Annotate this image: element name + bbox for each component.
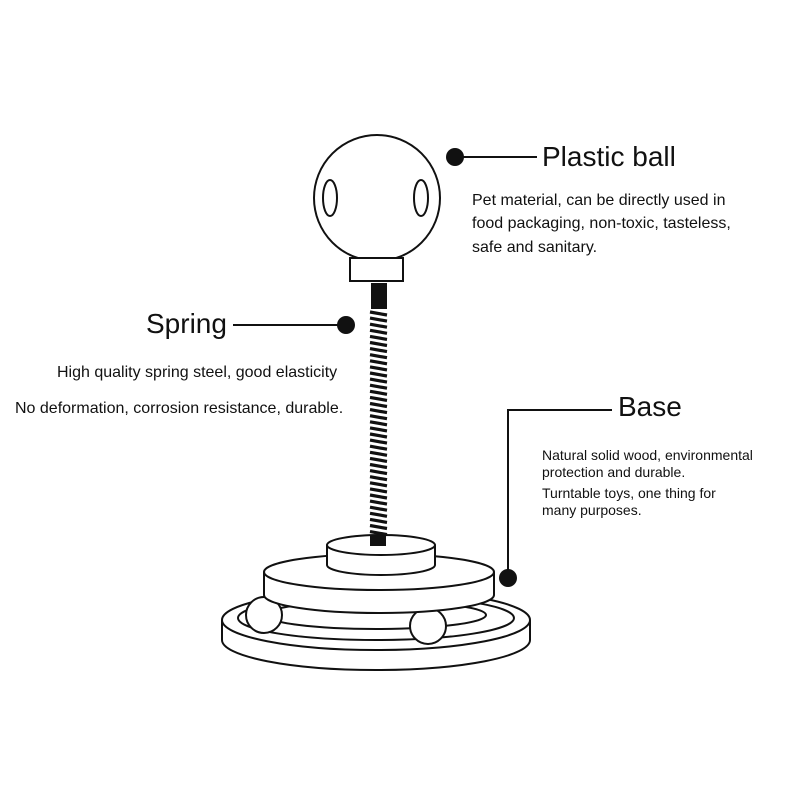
spring-line-2: No deformation, corrosion resistance, du… <box>15 400 344 417</box>
base-title: Base <box>618 391 682 422</box>
spring-coil <box>369 383 388 390</box>
plastic-ball-line-2: food packaging, non-toxic, tasteless, <box>472 215 731 232</box>
spring-coil <box>369 493 388 500</box>
spring-coil <box>369 511 388 518</box>
spring-coil <box>369 530 388 537</box>
spring-coil <box>369 414 388 421</box>
spring-coil <box>369 347 388 354</box>
spring-coil <box>369 469 388 476</box>
spring-coil <box>369 420 388 427</box>
plastic-ball-line-3: safe and sanitary. <box>472 239 598 256</box>
spring-coil <box>369 322 388 329</box>
spring-coil <box>369 487 388 494</box>
spring-coil <box>369 365 388 372</box>
spring-coil <box>369 340 388 348</box>
spring-coil <box>369 499 388 506</box>
base-line-3: Turntable toys, one thing for <box>542 485 716 501</box>
spring-coil <box>369 481 388 488</box>
spring-coil <box>369 444 388 451</box>
spring-coil <box>369 316 388 323</box>
callout-base <box>499 409 612 587</box>
spring-coil <box>369 371 388 378</box>
spring-coil <box>369 334 388 341</box>
spring-illustration <box>369 283 388 546</box>
base-line-4: many purposes. <box>542 502 642 518</box>
spring-coil <box>369 432 388 439</box>
ball-hole-left <box>322 179 338 217</box>
base-illustration <box>221 534 531 671</box>
ball-hole-right <box>413 179 429 217</box>
spring-coil <box>369 377 388 384</box>
spring-coil <box>369 401 388 409</box>
spring-coil <box>369 353 388 360</box>
plastic-ball-title: Plastic ball <box>542 141 676 172</box>
spring-title: Spring <box>146 308 227 339</box>
spring-coil <box>369 523 388 531</box>
spring-coil <box>369 359 388 366</box>
ball-illustration <box>313 134 441 282</box>
spring-coil <box>369 395 388 402</box>
callout-spring <box>233 316 355 334</box>
spring-coil <box>369 426 388 433</box>
spring-coil <box>369 389 388 396</box>
base-line-2: protection and durable. <box>542 464 686 480</box>
spring-coil <box>369 505 388 512</box>
spring-coil <box>369 462 388 470</box>
spring-coil <box>369 438 388 445</box>
spring-coil <box>369 408 388 415</box>
spring-coil <box>369 475 388 482</box>
spring-coil <box>369 328 388 335</box>
callout-plastic-ball <box>446 148 537 166</box>
spring-coil <box>369 450 388 457</box>
spring-line-1: High quality spring steel, good elastici… <box>57 364 338 381</box>
ball-cap <box>349 257 404 282</box>
spring-coil <box>369 456 388 463</box>
spring-coil <box>369 517 388 524</box>
base-line-1: Natural solid wood, environmental <box>542 447 753 463</box>
track-ball-right <box>409 607 447 645</box>
plastic-ball-line-1: Pet material, can be directly used in <box>472 192 726 209</box>
spring-coil <box>369 310 388 317</box>
